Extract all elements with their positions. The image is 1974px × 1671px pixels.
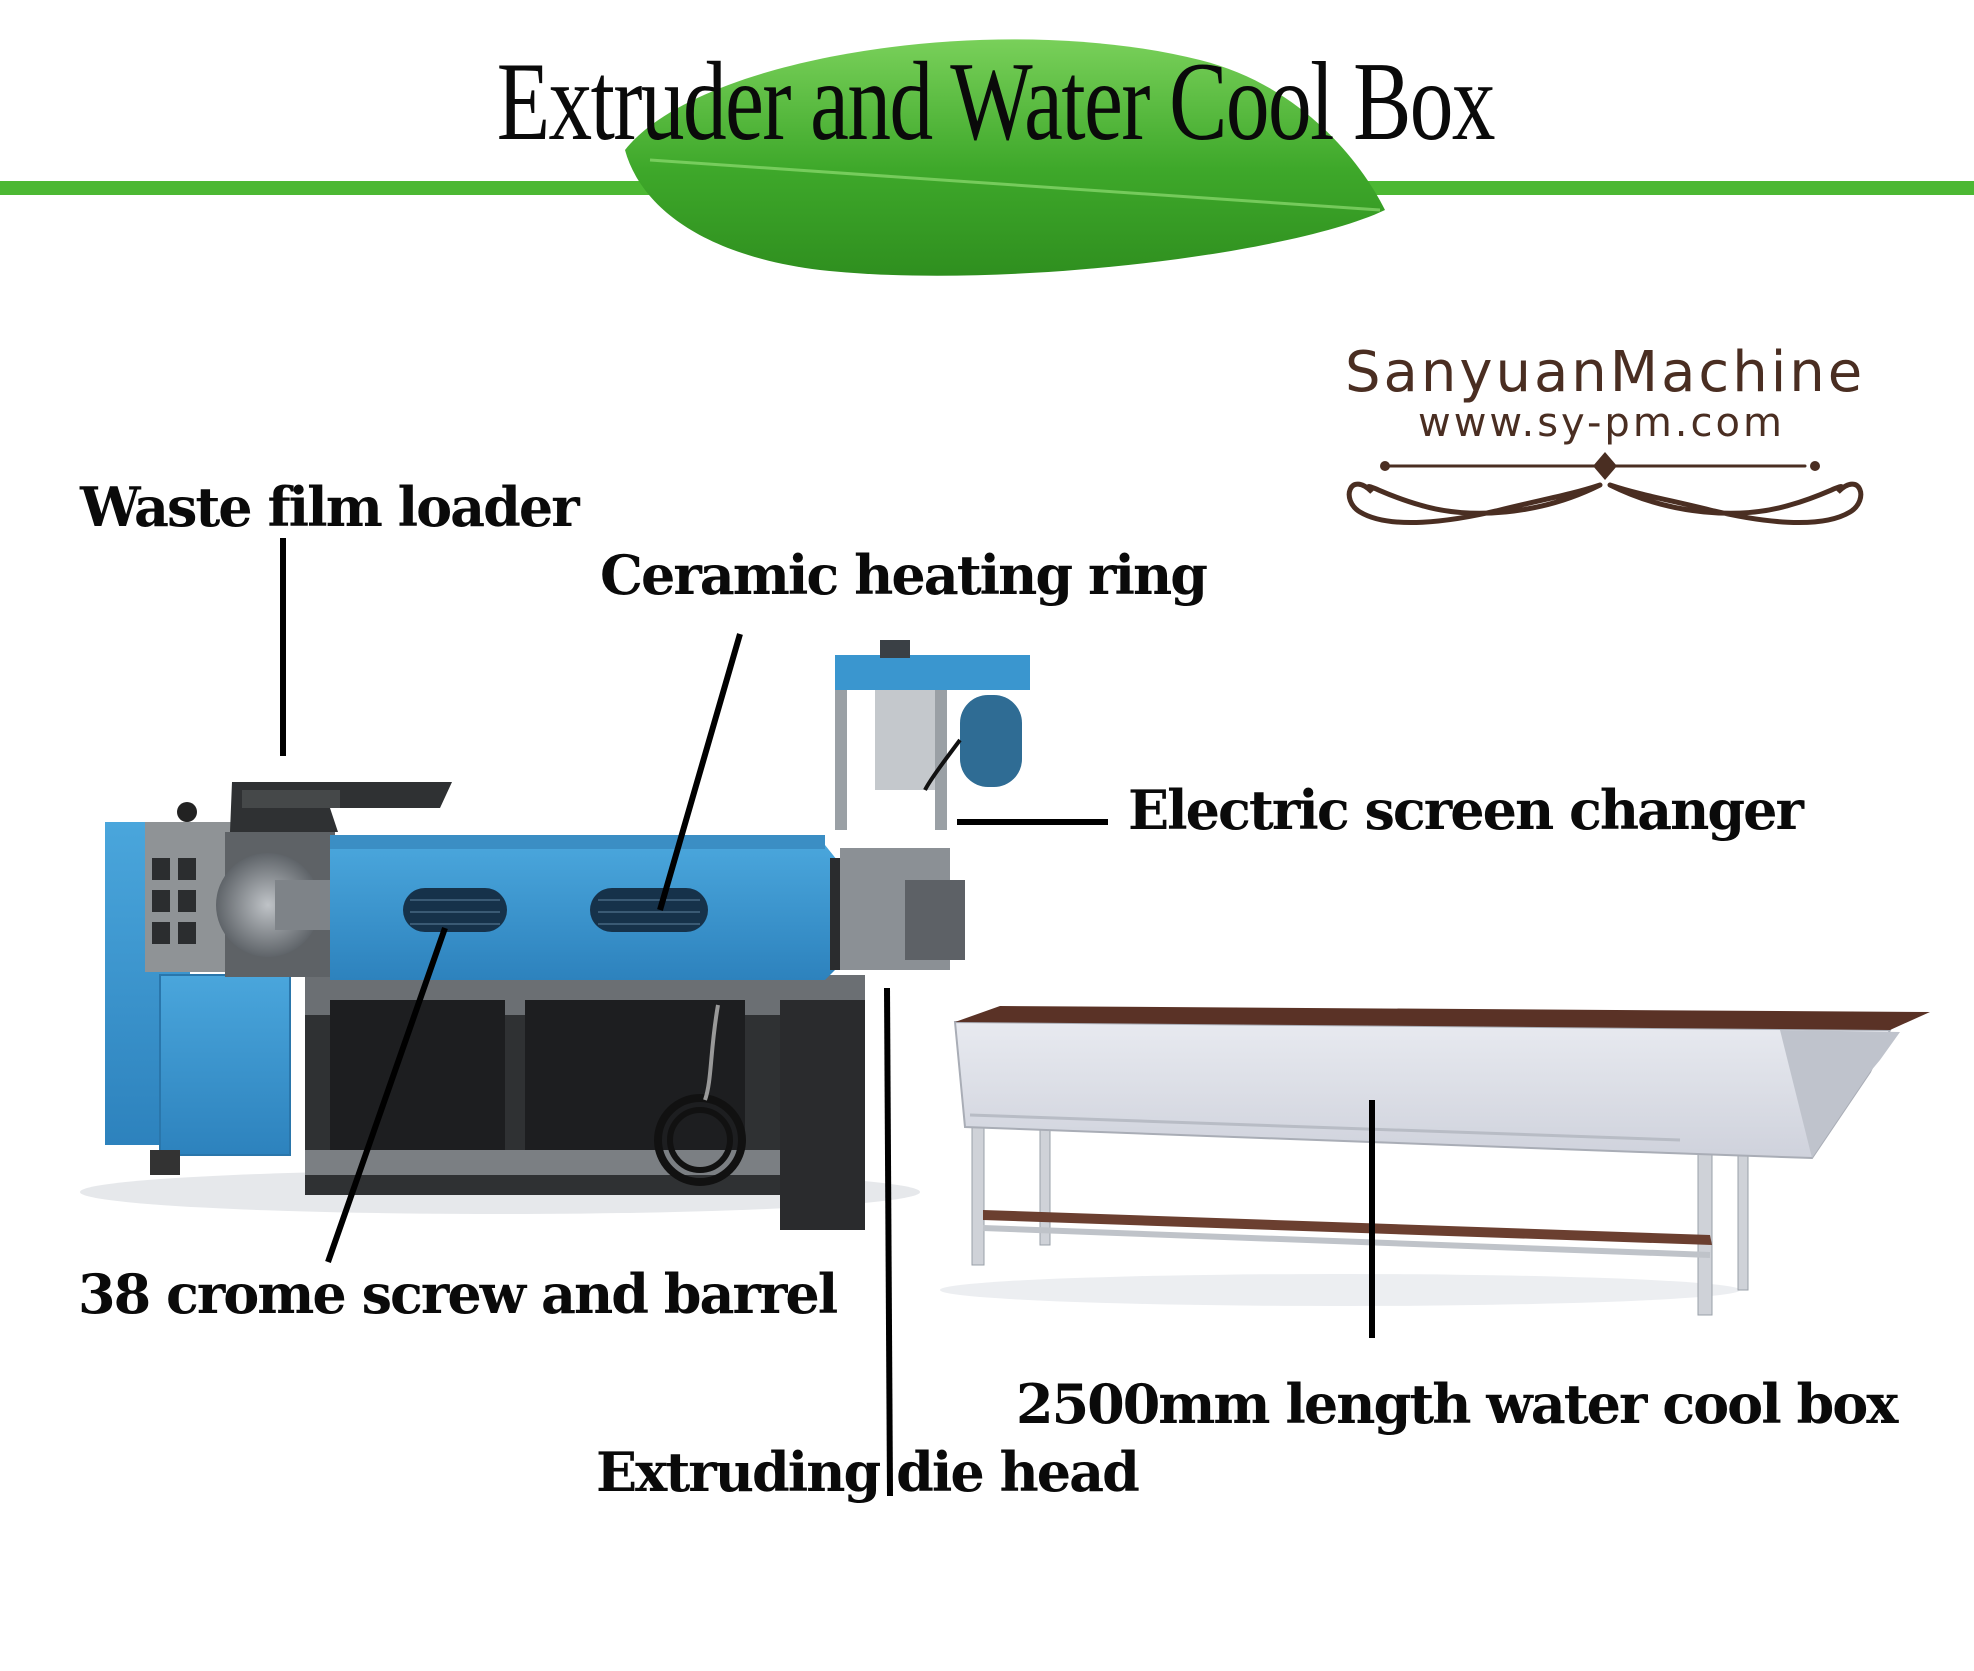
screen-changer-column-right: [935, 690, 947, 830]
leaf-vein: [649, 158, 1381, 212]
tank-sloped-end: [1780, 1030, 1900, 1158]
label-waste-film-loader: Waste film loader: [80, 475, 580, 539]
barrel-housing-lid: [330, 835, 825, 849]
label-water-cool-box: 2500mm length water cool box: [1016, 1372, 1898, 1436]
gear-flange: [216, 853, 320, 957]
brand-url: www.sy-pm.com: [1418, 400, 1785, 446]
label-ceramic-heating-ring: Ceramic heating ring: [600, 543, 1208, 607]
die-block: [905, 880, 965, 960]
brand-ornament-icon: [1346, 452, 1864, 525]
screen-changer-top-plate: [835, 655, 1030, 690]
header-divider: [0, 39, 1974, 276]
leader-lines: [280, 538, 1375, 1497]
motor-cable: [923, 738, 962, 791]
heating-ring-window: [590, 888, 708, 932]
emergency-stop-icon: [177, 802, 197, 822]
frame-leg-right: [780, 1000, 865, 1230]
hopper-opening: [242, 790, 340, 808]
tank-lower-edge: [969, 1113, 1681, 1142]
barrel-housing: [330, 845, 845, 980]
cabinet-slots: [152, 858, 196, 944]
cable-coil-inner: [667, 1107, 733, 1173]
page-title: Extruder and Water Cool Box: [496, 40, 1496, 164]
cable-lead: [703, 1004, 720, 1101]
water-cool-box: [940, 1006, 1930, 1316]
label-electric-screen-changer: Electric screen changer: [1128, 778, 1804, 842]
brand-name: SanyuanMachine: [1345, 340, 1866, 405]
screen-changer-column-left: [835, 690, 847, 830]
screen-changer-motor: [960, 695, 1022, 787]
electrical-cabinet: [159, 974, 291, 1156]
screen-changer-slide: [875, 690, 935, 790]
extruder-machine: [80, 640, 1030, 1230]
label-extruding-die-head: Extruding die head: [596, 1440, 1140, 1504]
cable-coil: [654, 1094, 746, 1186]
tank-rim: [955, 1006, 1930, 1030]
leaf-icon: [625, 39, 1385, 276]
window-mesh: [410, 899, 700, 925]
tank-body: [953, 1020, 1892, 1160]
frame-opening-left: [330, 1000, 505, 1150]
screen-changer-cap: [880, 640, 910, 658]
leader-line-screw-barrel: [325, 927, 448, 1263]
tank-stand: [971, 1124, 1749, 1316]
label-screw-and-barrel: 38 crome screw and barrel: [78, 1262, 838, 1326]
frame-opening-right: [525, 1000, 745, 1150]
leader-line-heating-ring: [657, 633, 743, 911]
stand-lower-rail: [982, 1225, 1711, 1258]
frame-bottom-rail: [305, 1150, 865, 1175]
tank-shadow: [940, 1274, 1740, 1306]
barrel-window-left: [403, 888, 507, 932]
stand-crossbar: [983, 1210, 1712, 1245]
cabinet-foot: [150, 1150, 180, 1175]
leader-line-die-head: [884, 987, 893, 1497]
